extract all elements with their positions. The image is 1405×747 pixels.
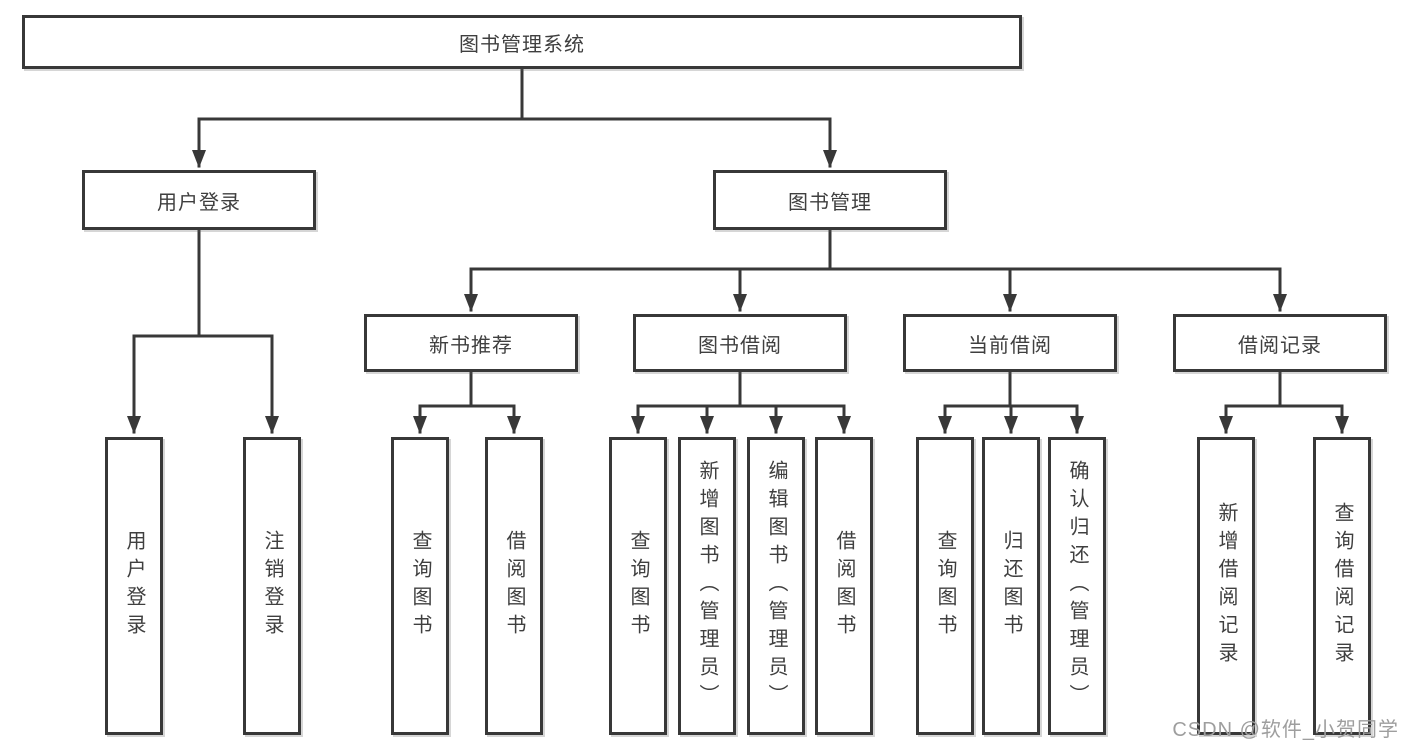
node-add-books-admin: 新增图书（管理员） (678, 437, 736, 735)
node-label: 图书管理 (788, 191, 872, 214)
node-current-borrowing: 当前借阅 (903, 314, 1117, 372)
node-library-management-system: 图书管理系统 (22, 15, 1022, 69)
node-user-login-action: 用户登录 (105, 437, 163, 735)
node-label: 借阅图书 (833, 530, 855, 642)
node-label: 查询借阅记录 (1331, 502, 1353, 670)
node-query-books-borrow: 查询图书 (609, 437, 667, 735)
node-borrow-books: 借阅图书 (815, 437, 873, 735)
node-label: 用户登录 (157, 191, 241, 214)
watermark: CSDN @软件_小贺同学 (1172, 719, 1399, 741)
node-label: 查询图书 (627, 530, 649, 642)
node-borrowing-records: 借阅记录 (1173, 314, 1387, 372)
node-label: 图书借阅 (698, 334, 782, 357)
node-book-borrowing: 图书借阅 (633, 314, 847, 372)
node-user-login: 用户登录 (82, 170, 316, 230)
node-label: 查询图书 (409, 530, 431, 642)
node-query-borrow-record: 查询借阅记录 (1313, 437, 1371, 735)
node-return-books: 归还图书 (982, 437, 1040, 735)
node-add-borrow-record: 新增借阅记录 (1197, 437, 1255, 735)
node-label: 编辑图书（管理员） (765, 460, 787, 712)
node-label: 借阅记录 (1238, 334, 1322, 357)
node-label: 用户登录 (123, 530, 145, 642)
node-label: 借阅图书 (503, 530, 525, 642)
node-confirm-return-admin: 确认归还（管理员） (1048, 437, 1106, 735)
node-new-book-recommendation: 新书推荐 (364, 314, 578, 372)
node-edit-books-admin: 编辑图书（管理员） (747, 437, 805, 735)
node-label: 新增图书（管理员） (696, 460, 718, 712)
node-label: 归还图书 (1000, 530, 1022, 642)
node-query-books-recommend: 查询图书 (391, 437, 449, 735)
node-label: 新增借阅记录 (1215, 502, 1237, 670)
node-label: 查询图书 (934, 530, 956, 642)
node-label: 新书推荐 (429, 334, 513, 357)
node-label: 注销登录 (261, 530, 283, 642)
node-label: 确认归还（管理员） (1066, 460, 1088, 712)
node-borrow-books-recommend: 借阅图书 (485, 437, 543, 735)
node-label: 当前借阅 (968, 334, 1052, 357)
node-book-management: 图书管理 (713, 170, 947, 230)
node-query-books-current: 查询图书 (916, 437, 974, 735)
node-logout-action: 注销登录 (243, 437, 301, 735)
node-label: 图书管理系统 (459, 33, 585, 56)
